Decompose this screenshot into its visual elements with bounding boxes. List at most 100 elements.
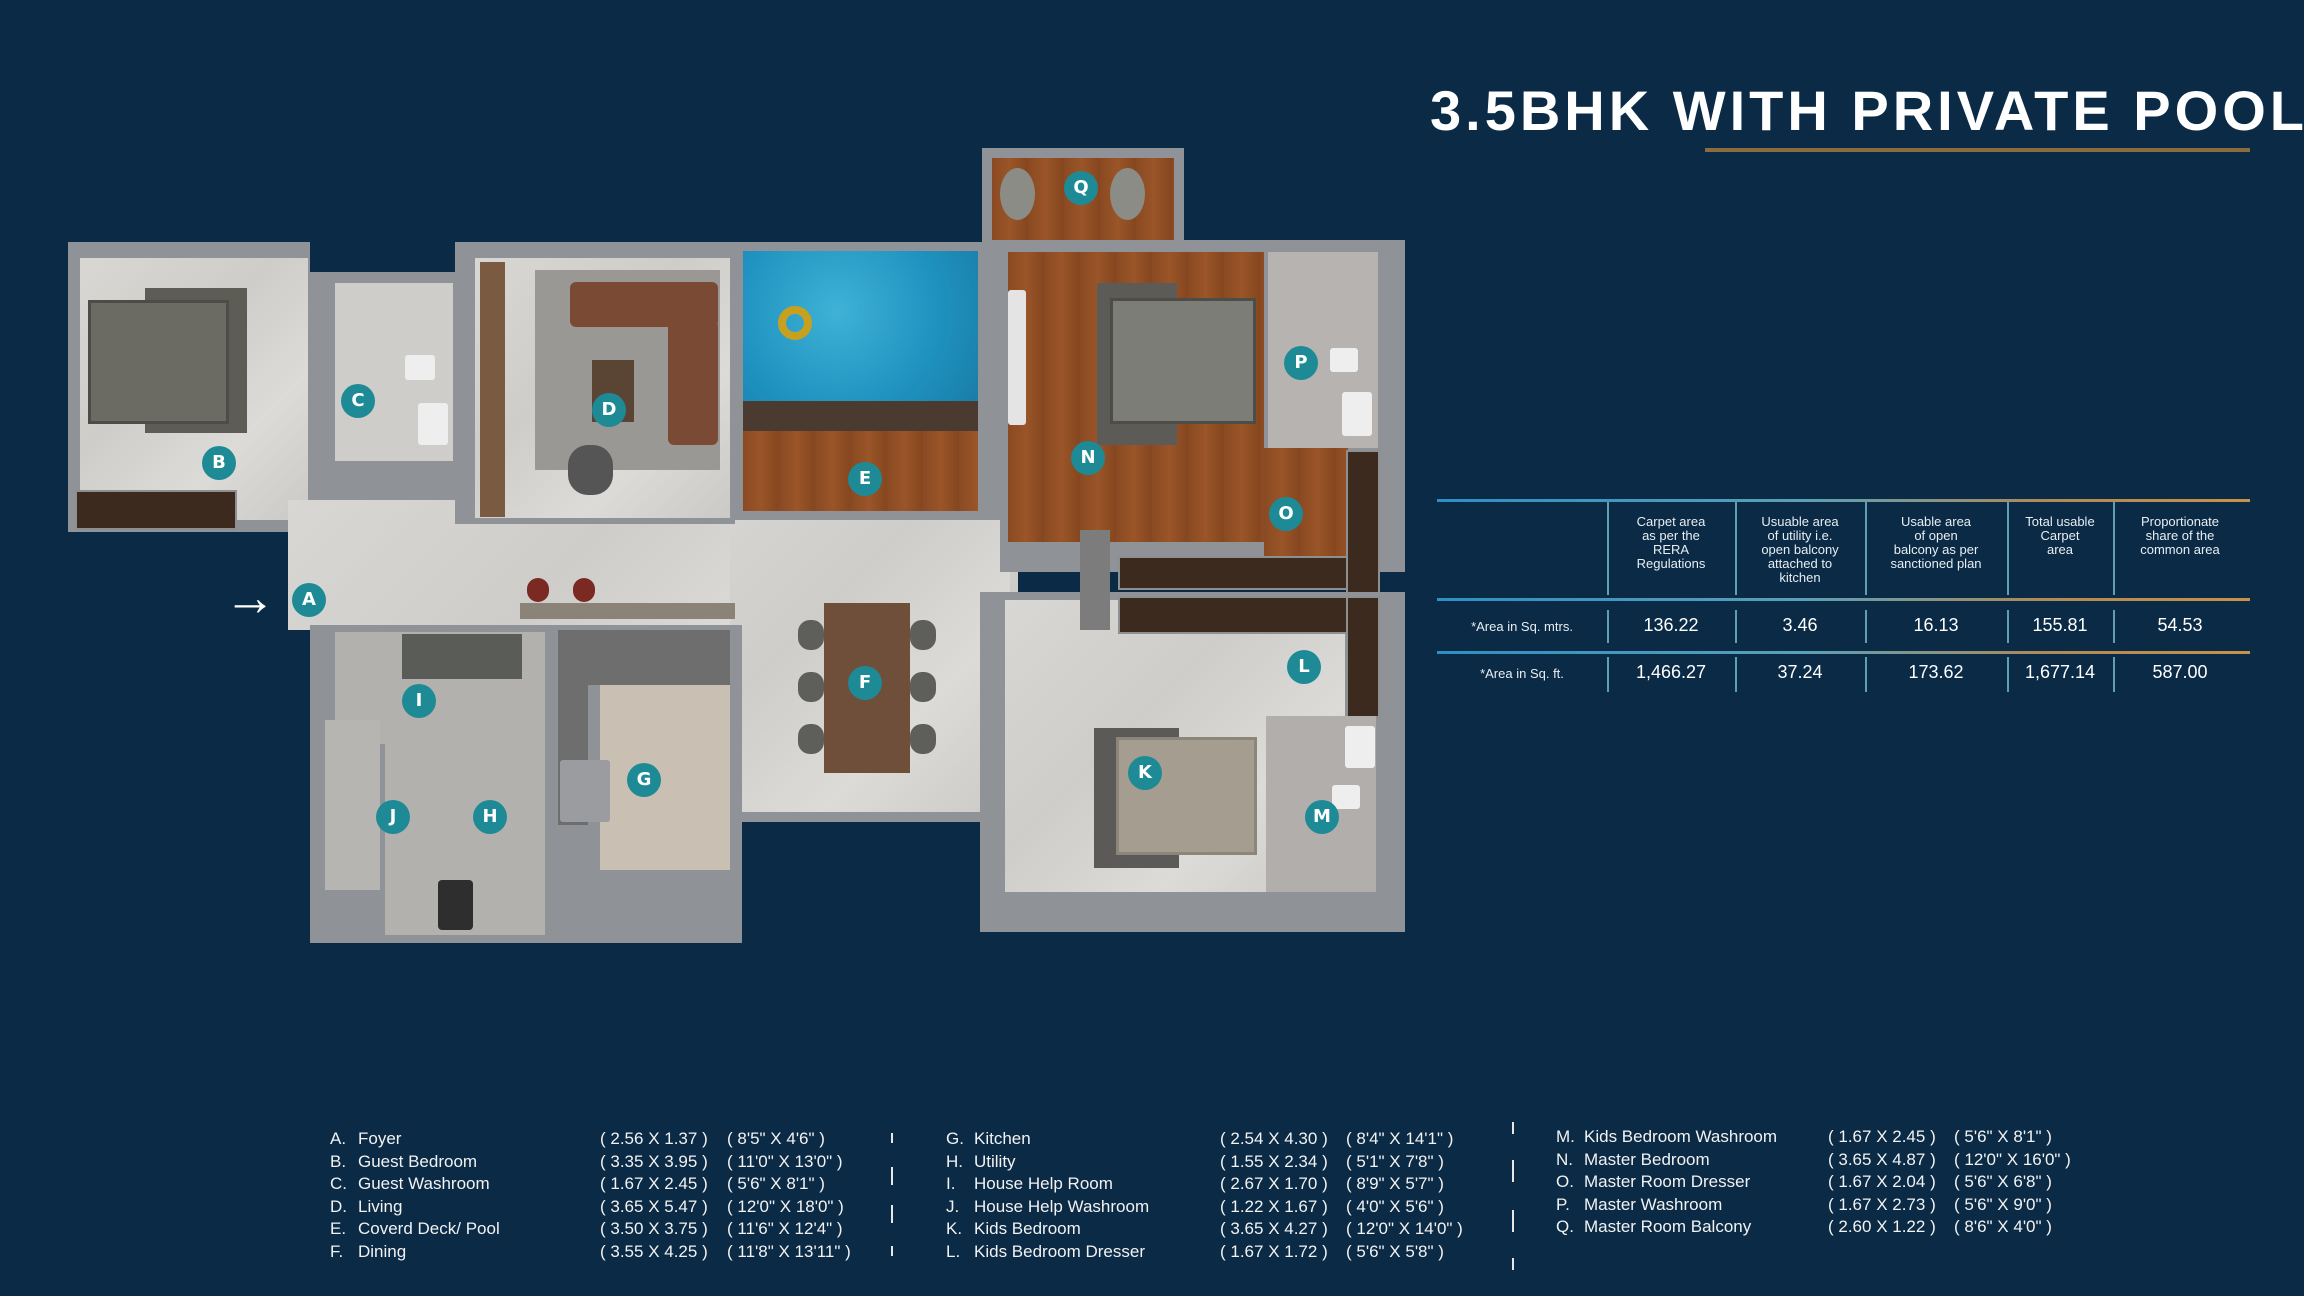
legend-metric: ( 3.55 X 4.25 ) bbox=[600, 1241, 708, 1261]
legend-room-name: Living bbox=[358, 1196, 403, 1216]
legend-metric: ( 2.67 X 1.70 ) bbox=[1220, 1174, 1328, 1193]
room-kitchen bbox=[600, 685, 730, 870]
legend-metric: ( 2.54 X 4.30 ) bbox=[1220, 1129, 1328, 1148]
master-washbasin bbox=[1342, 392, 1372, 436]
header-carpet-area: Carpet area as per the RERA Regulations bbox=[1607, 515, 1735, 571]
marker-master-washroom: P bbox=[1284, 346, 1318, 380]
legend-separator bbox=[1512, 1210, 1514, 1232]
legend-item: D.Living( 3.65 X 5.47 )( 12'0" X 18'0" ) bbox=[330, 1196, 890, 1219]
table-divider bbox=[1865, 657, 1867, 692]
legend-imperial: ( 5'6" X 9'0" ) bbox=[1954, 1194, 2052, 1214]
legend-key: H. bbox=[946, 1151, 963, 1171]
legend-item: L.Kids Bedroom Dresser( 1.67 X 1.72 )( 5… bbox=[946, 1241, 1506, 1264]
table-divider bbox=[1865, 502, 1867, 595]
legend-imperial: ( 5'6" X 8'1" ) bbox=[1954, 1127, 2052, 1146]
legend-key: N. bbox=[1556, 1149, 1573, 1169]
table-divider bbox=[2007, 610, 2009, 643]
legend-metric: ( 2.60 X 1.22 ) bbox=[1828, 1217, 1936, 1236]
legend-imperial: ( 12'0" X 14'0" ) bbox=[1346, 1219, 1463, 1238]
legend-key: J. bbox=[946, 1196, 960, 1216]
legend-imperial: ( 5'1" X 7'8" ) bbox=[1346, 1151, 1444, 1171]
legend-separator bbox=[891, 1246, 893, 1256]
legend-item: G.Kitchen( 2.54 X 4.30 )( 8'4" X 14'1" ) bbox=[946, 1128, 1506, 1151]
dining-chair bbox=[798, 620, 824, 650]
dining-chair bbox=[910, 724, 936, 754]
header-line: kitchen bbox=[1779, 570, 1821, 585]
header-line: of open bbox=[1914, 528, 1958, 543]
guest-wardrobe bbox=[75, 490, 237, 530]
legend-item: B.Guest Bedroom( 3.35 X 3.95 )( 11'0" X … bbox=[330, 1151, 890, 1174]
header-line: share of the bbox=[2145, 528, 2215, 543]
table-divider bbox=[1607, 657, 1609, 692]
header-open-balcony-area: Usable area of open balcony as per sanct… bbox=[1865, 515, 2007, 571]
marker-kids-bedroom: K bbox=[1128, 756, 1162, 790]
marker-guest-bedroom: B bbox=[202, 446, 236, 480]
legend-room-name: Kids Bedroom Washroom bbox=[1584, 1127, 1778, 1146]
legend-key: E. bbox=[330, 1219, 347, 1238]
header-line: Carpet bbox=[2040, 528, 2080, 543]
legend-separator bbox=[1512, 1258, 1514, 1270]
table-divider bbox=[1735, 502, 1737, 595]
legend-item: Q.Master Room Balcony( 2.60 X 1.22 )( 8'… bbox=[1556, 1216, 2116, 1239]
cell-balcony-sqft: 173.62 bbox=[1908, 662, 1964, 682]
kids-toilet bbox=[1332, 785, 1360, 809]
header-line: RERA bbox=[1652, 542, 1690, 557]
legend-metric: ( 1.67 X 2.73 ) bbox=[1828, 1194, 1936, 1214]
legend-item: P.Master Washroom( 1.67 X 2.73 )( 5'6" X… bbox=[1556, 1194, 2116, 1217]
table-divider bbox=[2007, 502, 2009, 595]
header-line: common area bbox=[2140, 542, 2220, 557]
table-divider bbox=[1607, 610, 1609, 643]
header-line: sanctioned plan bbox=[1890, 556, 1982, 571]
legend-column-3: M.Kids Bedroom Washroom( 1.67 X 2.45 )( … bbox=[1556, 1126, 2116, 1239]
legend-imperial: ( 12'0" X 16'0" ) bbox=[1954, 1149, 2071, 1169]
legend-imperial: ( 11'8" X 13'11" ) bbox=[727, 1241, 851, 1261]
header-total-usable-area: Total usable Carpet area bbox=[2007, 515, 2113, 557]
kids-washbasin bbox=[1345, 726, 1375, 768]
table-divider bbox=[2007, 657, 2009, 692]
legend-separator bbox=[891, 1167, 893, 1185]
wall-dining-bottom bbox=[730, 812, 985, 822]
legend-room-name: Coverd Deck/ Pool bbox=[358, 1219, 500, 1238]
table-divider bbox=[1607, 502, 1609, 595]
entry-arrow-icon: → bbox=[224, 569, 276, 627]
header-line: Usable area bbox=[1900, 514, 1972, 529]
legend-item: F.Dining( 3.55 X 4.25 )( 11'8" X 13'11" … bbox=[330, 1241, 890, 1264]
legend-metric: ( 3.50 X 3.75 ) bbox=[600, 1219, 708, 1238]
legend-room-name: Master Room Balcony bbox=[1584, 1217, 1752, 1236]
legend-room-name: Master Washroom bbox=[1584, 1194, 1723, 1214]
page-title: 3.5BHK WITH PRIVATE POOL bbox=[1430, 79, 2304, 142]
legend-metric: ( 1.67 X 1.72 ) bbox=[1220, 1241, 1328, 1261]
legend-metric: ( 3.65 X 4.27 ) bbox=[1220, 1219, 1328, 1238]
legend-imperial: ( 11'0" X 13'0" ) bbox=[727, 1151, 843, 1171]
marker-kids-bedroom-washroom: M bbox=[1305, 800, 1339, 834]
marker-master-room-dresser: O bbox=[1269, 497, 1303, 531]
legend-imperial: ( 5'6" X 8'1" ) bbox=[727, 1174, 825, 1193]
row-label-sq-ft: *Area in Sq. ft. bbox=[1480, 666, 1564, 681]
guest-bed bbox=[88, 300, 229, 424]
legend-room-name: Kids Bedroom Dresser bbox=[974, 1241, 1146, 1261]
legend-item: H.Utility( 1.55 X 2.34 )( 5'1" X 7'8" ) bbox=[946, 1151, 1506, 1174]
marker-master-bedroom: N bbox=[1071, 441, 1105, 475]
legend-room-name: Guest Bedroom bbox=[358, 1151, 478, 1171]
cell-common-sqm: 54.53 bbox=[2157, 615, 2203, 635]
legend-separator bbox=[1512, 1160, 1514, 1182]
tv-console bbox=[480, 262, 505, 517]
floor-plan: → A B C D E F G H I J K L M N O P Q bbox=[0, 0, 1420, 960]
header-line: open balcony bbox=[1761, 542, 1839, 557]
legend-room-name: House Help Room bbox=[974, 1174, 1113, 1193]
dining-chair bbox=[910, 672, 936, 702]
cell-total-sqft: 1,677.14 bbox=[2024, 662, 2096, 682]
legend-item: O.Master Room Dresser( 1.67 X 2.04 )( 5'… bbox=[1556, 1171, 2116, 1194]
legend-key: C. bbox=[330, 1174, 347, 1193]
legend-key: F. bbox=[330, 1241, 344, 1261]
legend-imperial: ( 5'6" X 5'8" ) bbox=[1346, 1241, 1444, 1261]
legend-item: M.Kids Bedroom Washroom( 1.67 X 2.45 )( … bbox=[1556, 1126, 2116, 1149]
table-divider bbox=[1865, 610, 1867, 643]
legend-metric: ( 1.67 X 2.45 ) bbox=[1828, 1127, 1936, 1146]
legend-item: A.Foyer( 2.56 X 1.37 )( 8'5" X 4'6" ) bbox=[330, 1128, 890, 1151]
legend-column-2: G.Kitchen( 2.54 X 4.30 )( 8'4" X 14'1" )… bbox=[946, 1128, 1506, 1263]
legend-key: I. bbox=[946, 1174, 956, 1193]
balcony-chair-right bbox=[1110, 168, 1145, 220]
marker-covered-deck-pool: E bbox=[848, 462, 882, 496]
master-console bbox=[1008, 290, 1026, 425]
